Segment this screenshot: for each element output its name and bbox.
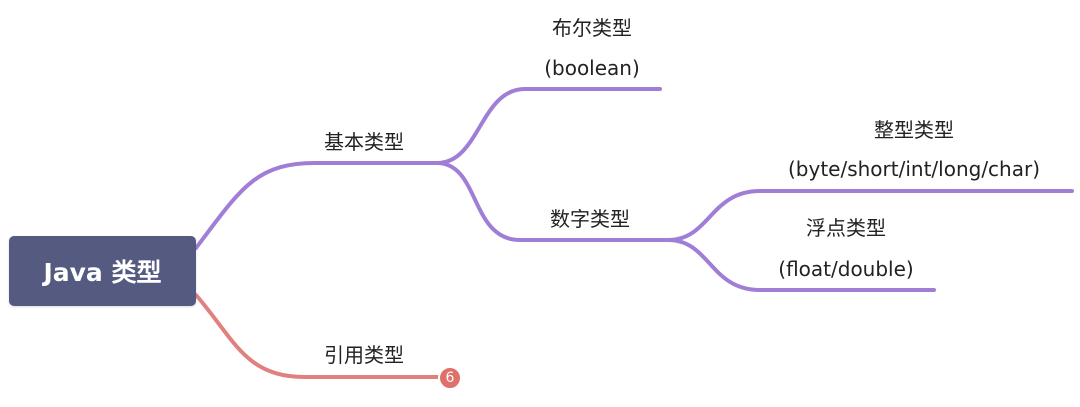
node-integer-type-subtitle: (byte/short/int/long/char) <box>787 157 1041 181</box>
node-integer-type-title[interactable]: 整型类型 <box>874 118 954 142</box>
root-node[interactable]: Java 类型 <box>9 236 196 306</box>
edge-basic-boolean <box>435 87 662 165</box>
node-boolean-type-subtitle: (boolean) <box>544 56 640 80</box>
node-numeric-type[interactable]: 数字类型 <box>550 207 630 231</box>
root-node-label: Java 类型 <box>43 258 162 287</box>
node-float-type-title[interactable]: 浮点类型 <box>806 216 886 240</box>
node-boolean-type-title[interactable]: 布尔类型 <box>552 16 632 40</box>
collapsed-count-badge[interactable]: 6 <box>438 366 462 390</box>
node-reference-type[interactable]: 引用类型 <box>324 343 404 367</box>
node-basic-type[interactable]: 基本类型 <box>324 130 404 154</box>
edge-numeric-float <box>666 238 936 292</box>
node-float-type-subtitle: (float/double) <box>778 257 914 281</box>
edge-basic-numeric <box>435 161 670 242</box>
collapsed-count-text: 6 <box>445 370 455 386</box>
edge-root-basic <box>194 161 439 250</box>
edge-numeric-integer <box>666 189 1074 242</box>
edge-root-reference <box>194 293 446 379</box>
